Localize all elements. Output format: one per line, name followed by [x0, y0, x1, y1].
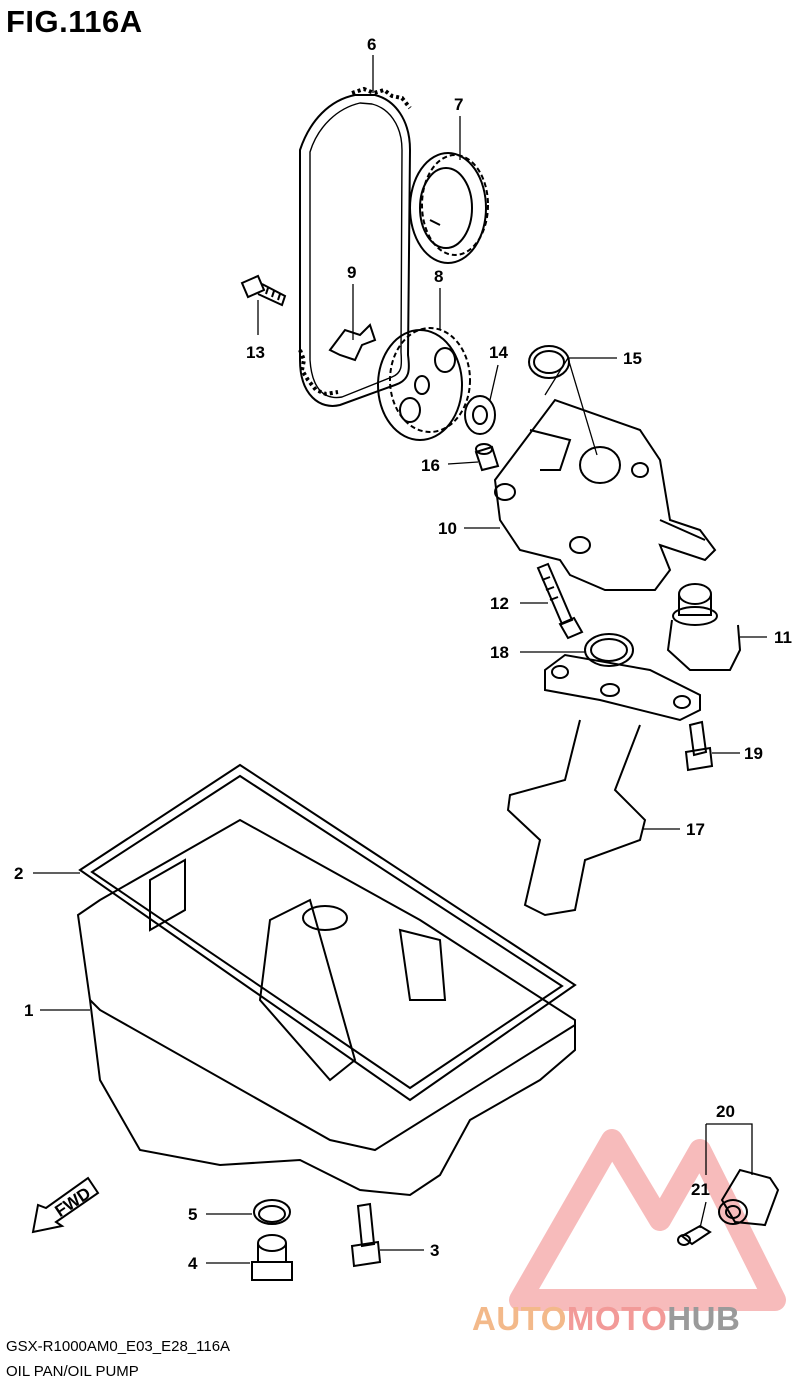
part-19-bolt [684, 720, 714, 772]
leader-lines [33, 55, 767, 1264]
callout-7: 7 [454, 95, 463, 114]
callout-21: 21 [691, 1180, 710, 1199]
part-20-oil-pressure-switch [718, 1168, 780, 1227]
callout-labels: 1 2 3 4 5 6 7 8 9 10 11 12 13 14 15 16 1… [14, 35, 792, 1273]
part-4-drain-plug [251, 1234, 293, 1281]
fwd-arrow-icon [31, 1176, 100, 1234]
watermark-text-auto: AUTO [472, 1300, 567, 1337]
watermark-text-hub: HUB [667, 1300, 741, 1337]
part-10-oil-pump [493, 398, 717, 591]
part-7-drive-sprocket [409, 152, 489, 264]
callout-20: 20 [716, 1102, 735, 1121]
callout-16: 16 [421, 456, 440, 475]
part-18-o-ring [584, 633, 634, 667]
watermark-text: AUTOMOTOHUB [472, 1300, 740, 1338]
part-6-drive-chain [298, 86, 412, 407]
callout-5: 5 [188, 1205, 197, 1224]
callout-4: 4 [188, 1254, 198, 1273]
callout-15: 15 [623, 349, 642, 368]
part-1-oil-pan [76, 818, 576, 1197]
part-11-relief-valve [666, 583, 742, 671]
figure-name: OIL PAN/OIL PUMP [6, 1363, 139, 1380]
callout-6: 6 [367, 35, 376, 54]
part-5-drain-gasket [253, 1199, 291, 1225]
callout-8: 8 [434, 267, 443, 286]
callout-19: 19 [744, 744, 763, 763]
callout-13: 13 [246, 343, 265, 362]
watermark-text-moto: MOTO [566, 1300, 668, 1337]
part-8-driven-sprocket [377, 327, 471, 441]
callout-2: 2 [14, 864, 23, 883]
part-9-pin [328, 323, 377, 362]
callout-18: 18 [490, 643, 509, 662]
part-12-bolt [536, 562, 584, 640]
callout-12: 12 [490, 594, 509, 613]
figure-code: GSX-R1000AM0_E03_E28_116A [6, 1338, 231, 1355]
part-13-bolt [240, 274, 287, 307]
callout-3: 3 [430, 1241, 439, 1260]
callout-10: 10 [438, 519, 457, 538]
part-3-bolt [350, 1202, 382, 1268]
part-16-dowel [474, 443, 500, 472]
watermark-logo [509, 1129, 786, 1311]
part-15-o-ring [528, 345, 570, 379]
part-2-gasket [78, 763, 577, 1102]
part-17-oil-strainer [506, 653, 701, 917]
figure-title: FIG.116A [6, 4, 143, 39]
part-21-screw [677, 1224, 712, 1246]
callout-11: 11 [774, 628, 792, 647]
callout-14: 14 [489, 343, 508, 362]
part-14-washer [464, 395, 496, 435]
callout-17: 17 [686, 820, 705, 839]
callout-1: 1 [24, 1001, 33, 1020]
callout-9: 9 [347, 263, 356, 282]
